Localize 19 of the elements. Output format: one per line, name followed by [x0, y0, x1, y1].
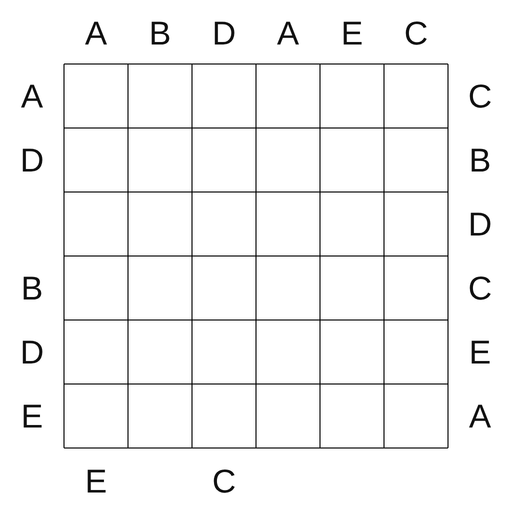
clue-letter: C: [212, 464, 236, 498]
clue-letter: D: [212, 16, 236, 50]
clue-letter: B: [469, 144, 491, 176]
clue-letter: A: [21, 80, 43, 112]
clue-letter: D: [20, 336, 44, 368]
clue-letter: C: [468, 272, 492, 304]
clue-letter: E: [85, 464, 107, 498]
clue-letter: E: [341, 16, 363, 50]
clue-letter: D: [468, 208, 492, 240]
clue-letter: B: [21, 272, 43, 304]
clue-letter: C: [404, 16, 428, 50]
clue-letter: A: [85, 16, 107, 50]
clue-letter: A: [469, 400, 491, 432]
clue-letter: D: [20, 144, 44, 176]
clue-letter: C: [468, 80, 492, 112]
clue-letter: E: [469, 336, 491, 368]
clue-letter: B: [149, 16, 171, 50]
clue-letter: E: [21, 400, 43, 432]
clue-letter: A: [277, 16, 299, 50]
